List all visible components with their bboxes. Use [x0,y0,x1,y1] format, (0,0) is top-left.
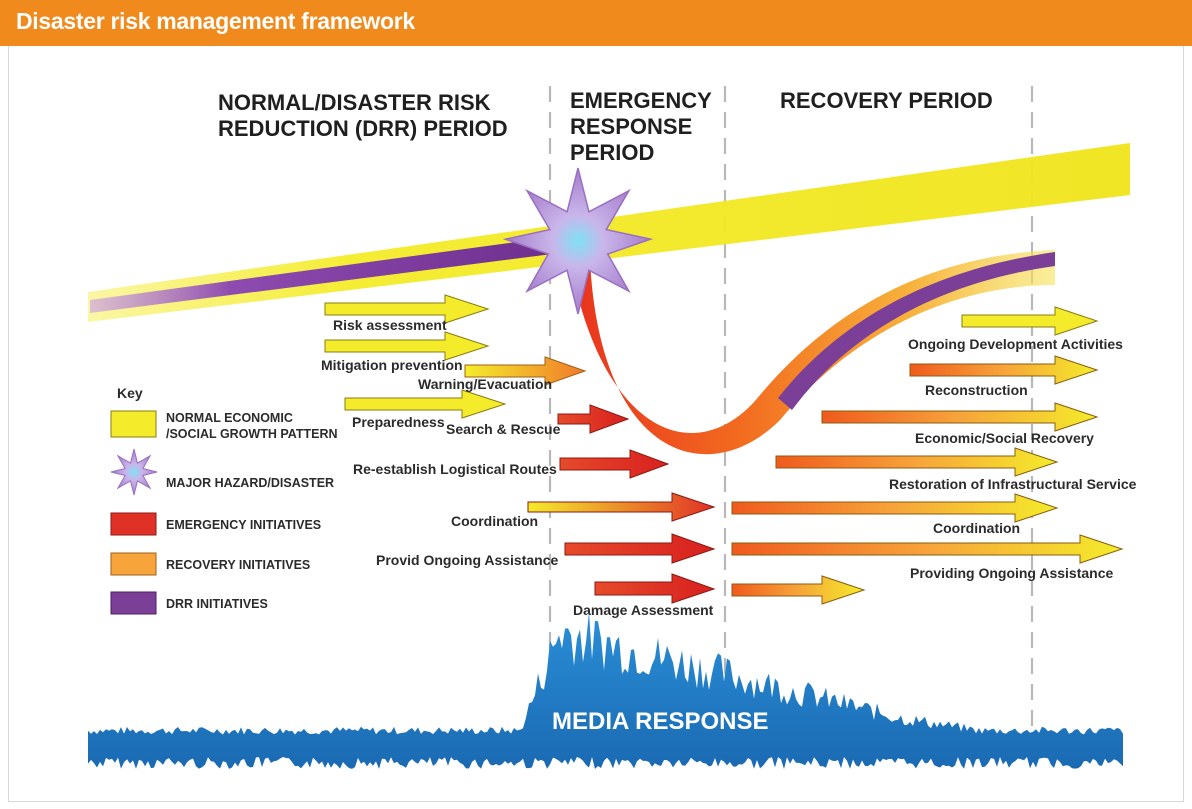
period-drr-line1: NORMAL/DISASTER RISK [218,90,491,115]
legend-swatch-normal [110,410,157,438]
period-emergency-line3: PERIOD [570,140,654,165]
arrow-reconstruction [909,355,1099,385]
legend-normal-line1: NORMAL ECONOMIC [166,411,293,425]
arrow-search-rescue [557,404,630,434]
label-damage-assessment: Damage Assessment [573,602,714,618]
legend-swatch-emergency [110,512,157,536]
label-preparedness: Preparedness [352,414,445,430]
legend-normal-line2: /SOCIAL GROWTH PATTERN [166,427,338,441]
period-recovery: RECOVERY PERIOD [780,88,993,113]
arrow-mitigation-prevention [324,331,490,361]
legend-emergency: EMERGENCY INITIATIVES [166,518,321,532]
label-search-rescue: Search & Rescue [446,421,561,437]
label-ongoing-development: Ongoing Development Activities [908,336,1123,352]
recovery-curve [568,250,1055,455]
page-title: Disaster risk management framework [16,8,415,34]
label-reestablish-routes: Re-establish Logistical Routes [353,461,557,477]
media-response-label: MEDIA RESPONSE [552,708,768,735]
title-bar: Disaster risk management framework [0,0,1192,46]
arrow-reestablish-routes [559,449,670,479]
legend-title: Key [117,385,143,401]
drr-band-left [90,236,560,313]
arrow-ongoing-assistance-left [564,533,716,564]
arrow-providing-ongoing-assistance [731,534,1124,564]
arrow-risk-assessment [324,294,490,324]
period-emergency-line2: RESPONSE [570,114,692,139]
arrow-damage-assessment-recovery [731,575,866,605]
label-ongoing-assistance-left: Provid Ongoing Assistance [376,552,559,568]
period-emergency-line1: EMERGENCY [570,88,712,113]
label-reconstruction: Reconstruction [925,382,1028,398]
arrow-ongoing-development [961,306,1099,336]
legend: Key NORMAL ECONOMIC /SOCIAL GROWTH PATTE… [110,385,338,615]
hazard-star-icon [502,167,654,315]
arrow-preparedness [344,389,507,419]
drr-curve [778,252,1055,410]
legend-swatch-drr [110,591,157,615]
label-restoration-infrastructure: Restoration of Infrastructural Service [889,476,1137,492]
legend-drr: DRR INITIATIVES [166,597,268,611]
label-coordination-left: Coordination [451,513,538,529]
arrow-warning-evacuation [464,356,587,386]
arrow-coordination-right [731,493,1059,523]
arrow-coordination-left [527,492,716,522]
legend-swatch-recovery [110,552,157,576]
label-risk-assessment: Risk assessment [333,317,447,333]
label-providing-ongoing-assistance: Providing Ongoing Assistance [910,565,1114,581]
label-warning-evacuation: Warning/Evacuation [418,376,552,392]
legend-recovery: RECOVERY INITIATIVES [166,558,310,572]
label-mitigation-prevention: Mitigation prevention [321,357,463,373]
legend-hazard: MAJOR HAZARD/DISASTER [166,476,334,490]
arrow-damage-assessment [594,573,716,604]
legend-hazard-icon [110,448,158,496]
arrow-restoration-infrastructure [775,447,1059,477]
arrow-economic-social-recovery [821,402,1099,432]
period-drr-line2: REDUCTION (DRR) PERIOD [218,116,508,141]
label-economic-social-recovery: Economic/Social Recovery [915,430,1094,446]
media-response-waveform [88,611,1123,769]
label-coordination-right: Coordination [933,520,1020,536]
diagram-frame [8,46,1184,802]
